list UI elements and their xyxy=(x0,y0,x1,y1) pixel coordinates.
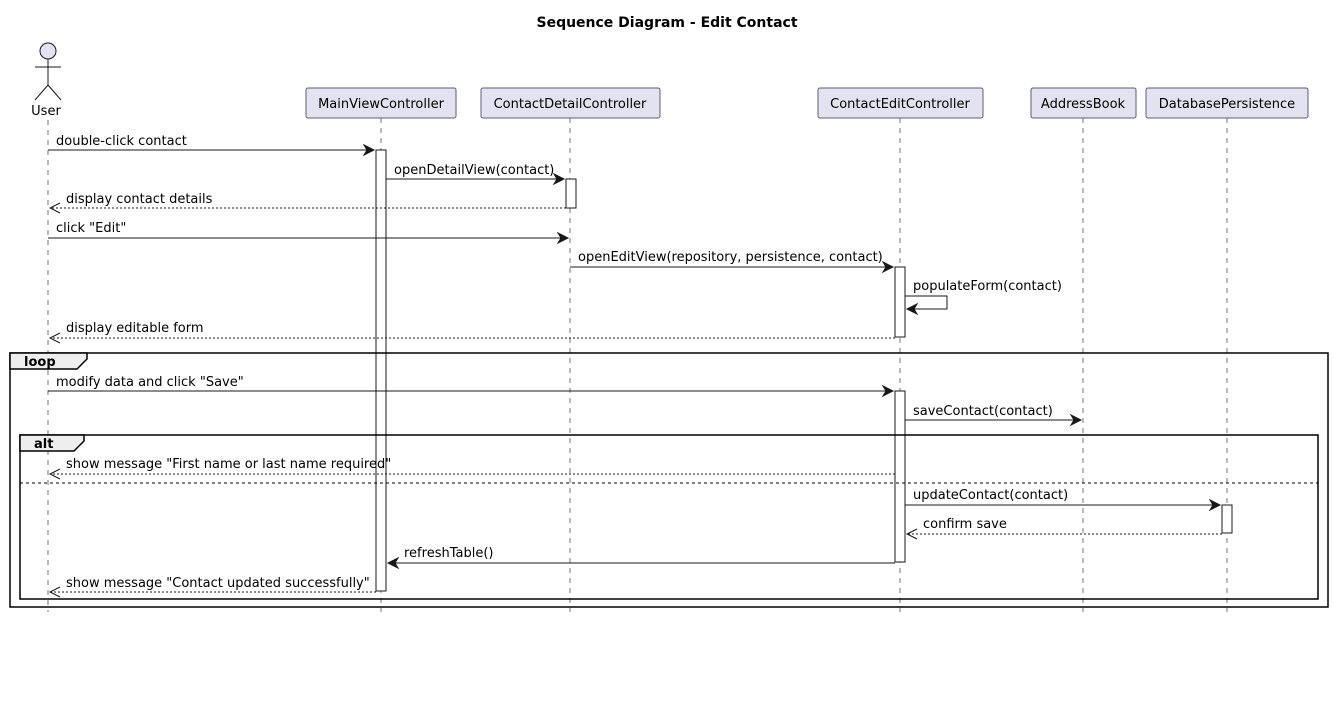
message-label: openDetailView(contact) xyxy=(394,163,554,178)
arrowhead xyxy=(881,384,895,398)
message-arrow-populate-form xyxy=(905,295,948,310)
arrowhead xyxy=(48,468,61,480)
message-label: populateForm(contact) xyxy=(913,279,1062,294)
arrowhead xyxy=(905,302,919,316)
loop-frame-label: loop xyxy=(24,355,56,370)
activation-contact-edit-controller-1 xyxy=(894,266,906,338)
messages xyxy=(48,143,1222,598)
lifelines xyxy=(47,118,1228,612)
alt-frame-label: alt xyxy=(34,437,53,452)
activation-bars xyxy=(375,149,1233,592)
actor-label: User xyxy=(31,104,61,119)
arrowhead xyxy=(362,143,376,157)
arrowhead xyxy=(556,231,570,245)
actor-icon xyxy=(34,42,62,101)
activation-database-persistence xyxy=(1221,504,1233,534)
participant-label: ContactDetailController xyxy=(494,97,647,112)
message-label: display contact details xyxy=(66,192,213,207)
participant-label: AddressBook xyxy=(1041,97,1126,112)
message-label: show message "First name or last name re… xyxy=(66,457,391,472)
message-label: double-click contact xyxy=(56,134,187,149)
arrowhead xyxy=(552,172,566,186)
message-label: refreshTable() xyxy=(404,546,493,561)
message-label: show message "Contact updated successful… xyxy=(66,576,370,591)
participant-database-persistence: DatabasePersistence xyxy=(1145,87,1309,119)
activation-contact-edit-controller-2 xyxy=(894,390,906,563)
diagram-title: Sequence Diagram - Edit Contact xyxy=(536,15,797,31)
participant-label: ContactEditController xyxy=(830,97,970,112)
arrowhead xyxy=(905,528,918,540)
participant-label: DatabasePersistence xyxy=(1159,97,1295,112)
message-label: confirm save xyxy=(923,517,1007,532)
message-label: updateContact(contact) xyxy=(913,488,1068,503)
message-label: saveContact(contact) xyxy=(913,404,1053,419)
arrowhead xyxy=(1069,413,1083,427)
arrowhead xyxy=(48,586,61,598)
actor-user: User xyxy=(31,42,62,119)
participant-contact-detail-controller: ContactDetailController xyxy=(480,87,661,119)
message-label: modify data and click "Save" xyxy=(56,375,244,390)
participant-main-view-controller: MainViewController xyxy=(305,87,457,119)
alt-frame: alt xyxy=(19,434,1319,600)
message-labels: double-click contact openDetailView(cont… xyxy=(56,134,1068,591)
arrowhead xyxy=(48,202,61,214)
message-label: click "Edit" xyxy=(56,221,126,236)
arrowhead xyxy=(386,556,400,570)
message-label: display editable form xyxy=(66,321,204,336)
arrowhead xyxy=(48,332,61,344)
message-label: openEditView(repository, persistence, co… xyxy=(578,250,883,265)
participant-label: MainViewController xyxy=(318,97,444,112)
participant-address-book: AddressBook xyxy=(1030,87,1137,119)
loop-frame: loop xyxy=(9,352,1329,608)
arrowhead xyxy=(1208,498,1222,512)
activation-main-view-controller xyxy=(375,149,387,592)
participant-contact-edit-controller: ContactEditController xyxy=(817,87,984,119)
arrowhead xyxy=(881,260,895,274)
activation-contact-detail-controller xyxy=(565,178,577,209)
